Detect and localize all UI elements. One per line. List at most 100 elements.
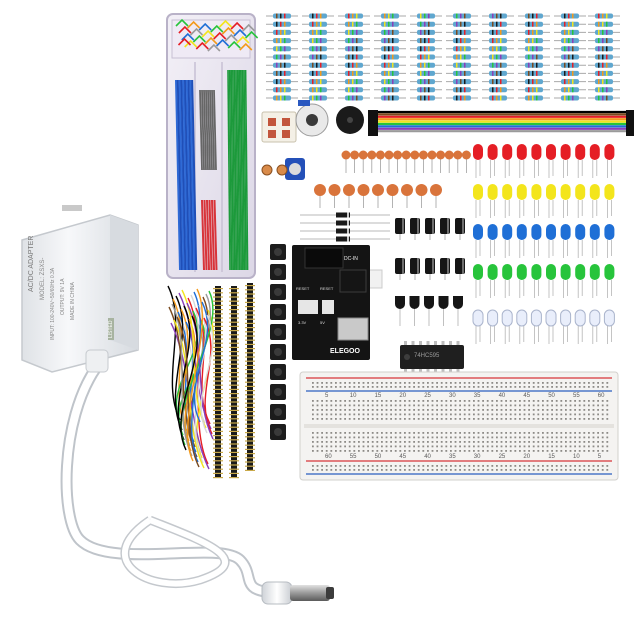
header-pin [245, 461, 255, 463]
short-jumper [218, 19, 233, 28]
bb-hole [542, 465, 544, 467]
header-pin [229, 304, 239, 306]
bb-hole [578, 386, 581, 388]
bb-hole [339, 441, 342, 443]
bb-hole [477, 386, 480, 388]
bb-hole [588, 409, 590, 411]
bb-hole [399, 382, 402, 384]
ceramic-capacitor [357, 184, 370, 196]
bb-hole [500, 404, 503, 407]
resistor-band [460, 21, 462, 27]
bb-hole [509, 465, 512, 467]
bb-hole [606, 413, 609, 416]
bb-hole [454, 469, 457, 471]
bb-hole [509, 450, 512, 452]
resistor-band [602, 29, 604, 35]
resistor-band [528, 70, 530, 76]
bb-hole [546, 450, 549, 452]
bb-hole [344, 382, 346, 384]
bb-hole [330, 413, 333, 416]
ceramic-capacitor [444, 150, 454, 160]
header-pin [229, 468, 239, 470]
header-pin [229, 397, 239, 399]
bb-hole [592, 450, 595, 452]
bb-hole [519, 386, 521, 388]
resistor [489, 13, 507, 19]
resistor-band [564, 21, 566, 27]
resistor-band [320, 87, 322, 93]
bb-hole [325, 450, 328, 452]
resistor-band [420, 79, 422, 85]
bb-hole [486, 413, 489, 416]
resistor-band [356, 21, 358, 27]
bb-hole [463, 441, 466, 443]
bb-hole [450, 400, 452, 402]
bb-hole [523, 409, 526, 411]
long-jumper-green [233, 69, 238, 271]
resistor-band [352, 79, 354, 85]
bb-hole [344, 413, 346, 416]
ceramic-capacitor [430, 184, 442, 196]
bb-hole [413, 409, 415, 411]
resistor-band [352, 38, 354, 44]
bb-hole [417, 386, 420, 388]
bb-hole [537, 436, 540, 439]
bb-hole [353, 441, 356, 443]
bb-hole [505, 400, 507, 402]
bb-hole [371, 436, 374, 439]
bb-hole [606, 441, 609, 443]
diode [336, 212, 350, 218]
bb-hole [381, 400, 383, 402]
resistor-band [316, 79, 318, 85]
bb-hole [440, 409, 443, 411]
bb-hole [597, 413, 599, 416]
bb-hole [592, 386, 595, 388]
header-pin [213, 418, 223, 420]
header-pin [213, 355, 223, 357]
bb-bottom-number-4: 40 [424, 454, 431, 460]
resistor [417, 87, 435, 93]
bb-hole [551, 418, 553, 420]
bb-hole [482, 382, 484, 384]
resistor-band [388, 21, 390, 27]
bb-hole [496, 382, 498, 384]
resistor-band [528, 46, 530, 52]
adapter-label-origin: MADE IN CHINA [70, 282, 76, 320]
bb-hole [362, 418, 365, 420]
led [502, 224, 513, 240]
bb-hole [348, 465, 351, 467]
bb-hole [413, 413, 415, 416]
ir-sensor [367, 269, 383, 289]
header-pin [229, 418, 239, 420]
bb-hole [542, 436, 544, 439]
transistor [453, 296, 463, 309]
resistor [417, 38, 435, 44]
bb-hole [468, 418, 471, 420]
resistor [561, 13, 579, 19]
bb-hole [500, 469, 503, 471]
bb-hole [353, 436, 356, 439]
bb-hole [339, 382, 342, 384]
bb-hole [362, 386, 365, 388]
header-pin [245, 444, 255, 446]
header-pin [213, 321, 223, 323]
resistor-band [464, 38, 466, 44]
resistor-band [606, 46, 608, 52]
bb-hole [321, 409, 323, 411]
electrolytic-capacitors [395, 218, 465, 280]
resistor [525, 62, 543, 68]
tactile-switch-cap [274, 288, 282, 296]
resistor-band [500, 70, 502, 76]
resistor-band [428, 79, 430, 85]
resistor-band [428, 54, 430, 60]
bb-hole [500, 400, 503, 402]
resistor [525, 29, 543, 35]
bb-hole [546, 382, 549, 384]
active-buzzer [336, 106, 364, 134]
loose-jumper-wire [177, 305, 191, 441]
bb-hole [459, 404, 461, 407]
resistor-band [428, 87, 430, 93]
resistor-band [606, 54, 608, 60]
long-jumper-red [208, 199, 213, 271]
loose-jumper-wire [176, 316, 200, 468]
